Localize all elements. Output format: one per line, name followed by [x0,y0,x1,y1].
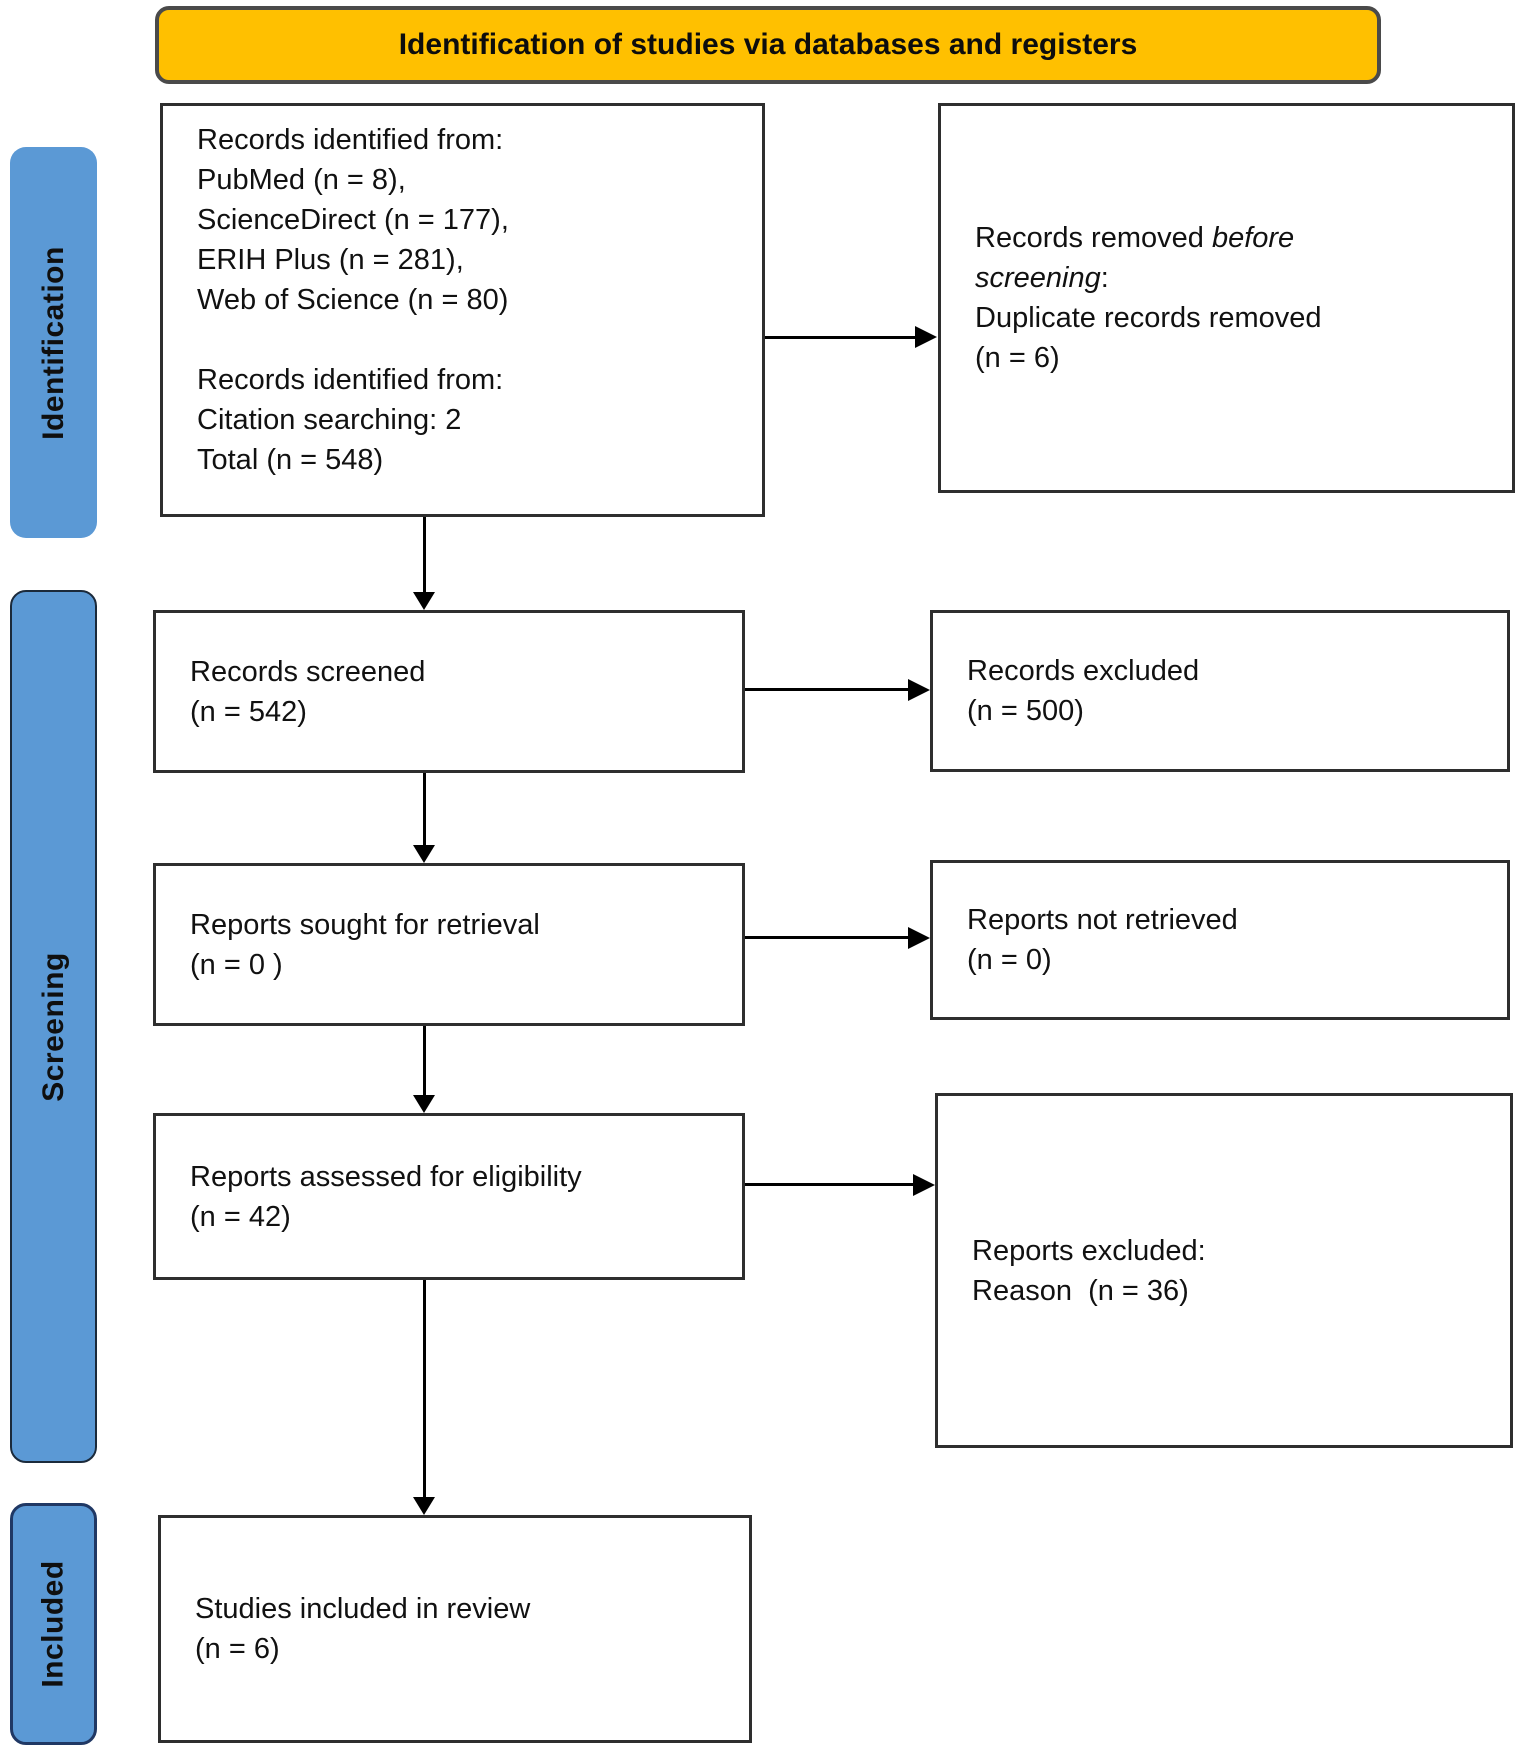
arrow-line [423,517,426,592]
stage-identification: Identification [10,147,97,538]
removed-prefix-text: Records removed [975,222,1212,254]
records-identified-box: Records identified from: PubMed (n = 8), S… [160,103,765,517]
arrowhead-down-icon [413,845,435,863]
records-removed-box: Records removed before screening: Duplic… [938,103,1515,493]
arrowhead-right-icon [908,927,930,949]
text-line: Records removed before [975,218,1494,258]
arrow-line [423,1280,426,1497]
text-line: (n = 42) [190,1200,291,1233]
text-line: (n = 0) [967,944,1052,976]
studies-included-box: Studies included in review (n = 6) [158,1515,752,1743]
text-line: Reports excluded: [972,1234,1206,1267]
text-line: ScienceDirect (n = 177), [197,204,509,236]
arrowhead-right-icon [915,326,937,348]
arrow-line [745,688,908,691]
reports-excluded-box: Reports excluded: Reason (n = 36) [935,1093,1513,1448]
reports-sought-box: Reports sought for retrieval (n = 0 ) [153,863,745,1026]
text-line: (n = 6) [975,342,1060,374]
text-line: Citation searching: 2 [197,404,462,436]
reports-assessed-box: Reports assessed for eligibility (n = 42) [153,1113,745,1280]
arrowhead-down-icon [413,1095,435,1113]
text-line: PubMed (n = 8), [197,164,406,196]
arrow-line [765,336,915,339]
text-line: Records identified from: [197,124,504,156]
text-line: Reason (n = 36) [972,1274,1189,1307]
arrow-line [423,773,426,845]
text-line: Total (n = 548) [197,444,384,476]
removed-colon-text: : [1100,262,1109,294]
arrowhead-right-icon [913,1174,935,1196]
arrowhead-right-icon [908,679,930,701]
records-excluded-box: Records excluded (n = 500) [930,610,1510,772]
text-line [197,320,744,360]
text-line: (n = 0 ) [190,948,283,981]
banner-title-text: Identification of studies via databases … [398,28,1138,61]
arrow-line [745,936,908,939]
text-line: Records identified from: [197,364,504,396]
text-line: (n = 6) [195,1633,280,1665]
removed-italic-screening: screening [975,262,1101,294]
stage-included-label: Included [36,1560,70,1688]
text-line: (n = 500) [967,695,1084,727]
text-line: Reports assessed for eligibility [190,1160,582,1193]
arrowhead-down-icon [413,1497,435,1515]
text-line: Records screened [190,655,426,688]
text-line: Records excluded [967,655,1200,687]
stage-screening: Screening [10,590,97,1463]
stage-included: Included [10,1503,97,1745]
removed-italic-before: before [1211,222,1295,254]
text-line: Duplicate records removed [975,302,1322,334]
text-line: ERIH Plus (n = 281), [197,244,464,276]
text-line: screening: [975,258,1494,298]
text-line: Reports sought for retrieval [190,908,540,941]
arrow-line [423,1026,426,1095]
records-screened-box: Records screened (n = 542) [153,610,745,773]
text-line: Reports not retrieved [967,904,1238,936]
arrowhead-down-icon [413,592,435,610]
stage-identification-label: Identification [36,245,70,440]
text-line: Web of Science (n = 80) [197,284,509,316]
reports-not-retrieved-box: Reports not retrieved (n = 0) [930,860,1510,1020]
text-line: (n = 542) [190,695,307,728]
banner-title: Identification of studies via databases … [155,6,1381,84]
text-line: Studies included in review [195,1593,531,1625]
arrow-line [745,1183,913,1186]
stage-screening-label: Screening [36,951,70,1102]
